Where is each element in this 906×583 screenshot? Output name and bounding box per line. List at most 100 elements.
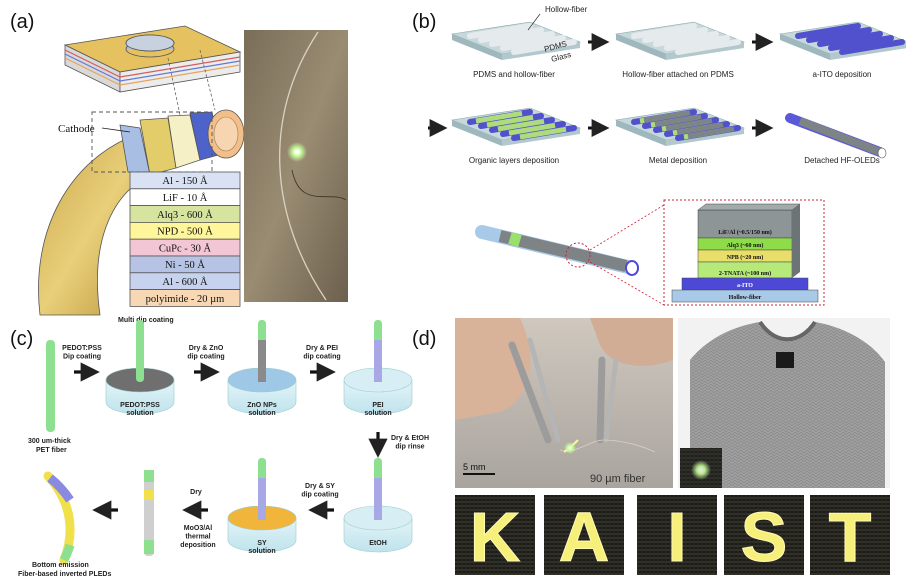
device-stack: LiF/Al (~0.5/150 nm) Alq3 (~60 nm) NPB (~2…	[671, 203, 819, 303]
panel-c-label: (c)	[10, 328, 33, 350]
coated-fiber	[144, 470, 154, 556]
glowing-letter: S	[741, 498, 788, 576]
hollow-fiber-label: Hollow-fiber	[545, 5, 588, 14]
arrow-label: thermal	[185, 534, 210, 541]
stack-layer	[671, 289, 819, 303]
substrate	[614, 21, 746, 60]
final-label-line1: Bottom emission	[32, 562, 89, 569]
letter-tile: T	[810, 495, 890, 577]
layer-label: Al - 150 Å	[162, 175, 208, 187]
fiber-label-line1: 300 um-thick	[28, 438, 71, 445]
arrow-label: dip coating	[301, 492, 338, 499]
layer-label: LiF - 10 Å	[163, 192, 208, 204]
arrow-label: dip coating	[303, 354, 340, 361]
layer-label: NPD - 500 Å	[157, 226, 213, 238]
sweater-photo	[678, 318, 890, 488]
layer-label: Alq3 - 600 Å	[157, 209, 213, 221]
scale-bar	[463, 473, 495, 475]
panel-d-label: (d)	[412, 328, 436, 350]
stack-label: LiF/Al (~0.5/150 nm)	[718, 229, 772, 236]
substrate	[450, 21, 582, 60]
bent-pled-fiber	[43, 471, 75, 565]
substrate	[778, 21, 906, 60]
arrow-label: dip rinse	[395, 444, 424, 451]
glowing-letter: A	[559, 498, 610, 576]
arrow-label: Dry & SY	[305, 483, 335, 490]
stack-label: Hollow-fiber	[729, 295, 762, 301]
hollow-fiber-pointer	[527, 13, 541, 31]
solution-label: SY	[257, 540, 267, 547]
step-caption: PDMS and hollow-fiber	[473, 70, 555, 79]
dry-label: Dry	[190, 489, 202, 496]
step-caption: a-ITO deposition	[813, 70, 872, 79]
layer-label: polyimide - 20 µm	[146, 294, 225, 305]
arrow-label: deposition	[180, 542, 215, 549]
arrow-label: Dip coating	[63, 354, 101, 361]
device-box-illustration	[63, 25, 242, 116]
scale-label: 5 mm	[463, 462, 486, 472]
arrow-label: Dry & PEI	[306, 345, 338, 352]
panel-d: (d) 5 mm 90 µm fiber	[412, 318, 890, 577]
arrow-label: MoO3/Al	[184, 525, 212, 532]
cathode-pointer	[101, 127, 131, 133]
layer-row	[129, 289, 241, 307]
glowing-letter: K	[470, 498, 521, 576]
letter-tile: K	[455, 495, 535, 577]
stack-label: NPB (~20 nm)	[727, 254, 763, 261]
solution-label: solution	[364, 410, 391, 417]
cathode-label: Cathode	[58, 123, 95, 135]
fiber-label-line2: PET fiber	[36, 447, 67, 454]
substrate	[614, 107, 746, 146]
long-fiber	[475, 204, 665, 306]
fiber-caption: 90 µm fiber	[590, 473, 646, 485]
step-caption: Metal deposition	[649, 156, 707, 165]
stack-label: 2-TNATA (~100 nm)	[719, 270, 771, 277]
panel-b-label: (b)	[412, 11, 436, 33]
solution-label: PEI	[372, 402, 383, 409]
solution-label: solution	[126, 410, 153, 417]
glowing-letter: I	[667, 498, 686, 576]
substrate	[450, 107, 582, 146]
solution-label: PEDOT:PSS	[120, 402, 160, 409]
solution-label: EtOH	[369, 540, 387, 547]
battery-pack	[776, 352, 794, 368]
letter-tile: I	[637, 495, 717, 577]
final-label-line2: Fiber-based inverted PLEDs	[18, 571, 111, 578]
dip-dish: EtOH	[343, 458, 413, 553]
panel-c: (c) Multi dip coating 300 um-thick PET f…	[10, 317, 429, 578]
fabrication-steps: PDMS and hollow-fiber Hollow-fiber attach…	[450, 21, 906, 165]
clip-photo: 5 mm 90 µm fiber	[455, 318, 673, 488]
layer-label: CuPc - 30 Å	[159, 242, 212, 254]
stack-layer	[697, 209, 793, 239]
arrow-label: dip coating	[187, 354, 224, 361]
letter-tile: A	[544, 495, 624, 577]
panel-a: (a)	[10, 11, 348, 316]
panel-a-label: (a)	[10, 11, 34, 33]
curved-fiber-illustration	[38, 109, 245, 316]
arrow-label: Dry & EtOH	[391, 435, 429, 442]
pet-fiber	[46, 340, 55, 432]
process-arrows-c: PEDOT:PSS Dip coating Dry & ZnO dip coating…	[62, 345, 429, 549]
letter-tile: S	[724, 495, 804, 577]
detached-fiber	[785, 113, 887, 159]
arrow-label: Dry & ZnO	[189, 345, 224, 352]
solution-label: ZnO NPs	[247, 402, 277, 409]
stack-label: a-ITO	[737, 283, 753, 289]
glowing-letter: T	[829, 498, 872, 576]
panel-b: (b) PDMS and hollow-fiber Hollow-fiber at…	[412, 5, 906, 306]
step-caption: Hollow-fiber attached on PDMS	[622, 70, 734, 79]
step-caption: Detached HF-OLEDs	[804, 156, 880, 165]
solution-label: solution	[248, 548, 275, 555]
layer-legend: Al - 150 Å LiF - 10 Å Alq3 - 600 Å NPD - 50…	[129, 171, 241, 307]
layer-label: Ni - 50 Å	[165, 259, 205, 271]
stack-label: Alq3 (~60 nm)	[727, 242, 764, 249]
solution-label: solution	[248, 410, 275, 417]
arrow-label: PEDOT:PSS	[62, 345, 102, 352]
